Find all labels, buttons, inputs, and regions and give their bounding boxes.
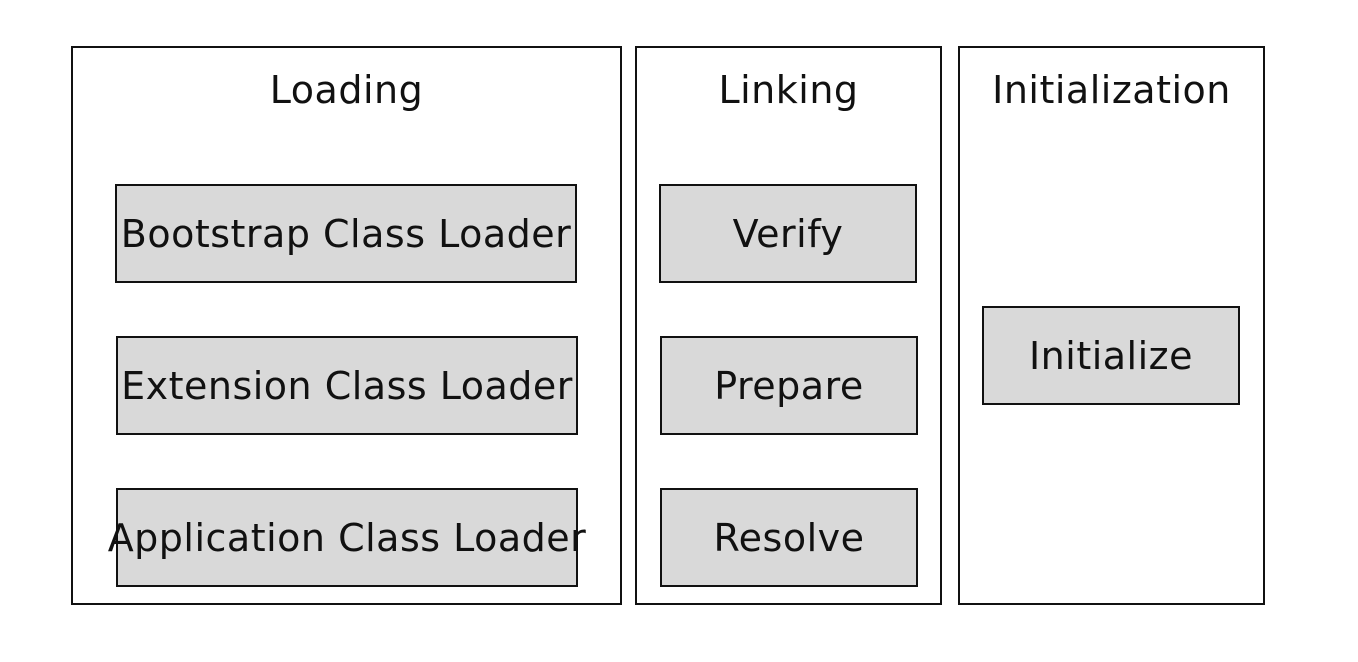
prepare-step-box: Prepare — [660, 336, 918, 435]
application-class-loader-box: Application Class Loader — [108, 488, 586, 587]
resolve-step-box: Resolve — [660, 488, 918, 587]
bootstrap-class-loader-box: Bootstrap Class Loader — [115, 184, 577, 283]
initialize-step-box: Initialize — [982, 306, 1240, 405]
initialization-phase-title: Initialization — [992, 68, 1231, 112]
extension-class-loader-box: Extension Class Loader — [116, 336, 578, 435]
verify-step-box: Verify — [659, 184, 917, 283]
linking-phase-title: Linking — [718, 68, 859, 112]
loading-phase-title: Loading — [269, 68, 424, 112]
